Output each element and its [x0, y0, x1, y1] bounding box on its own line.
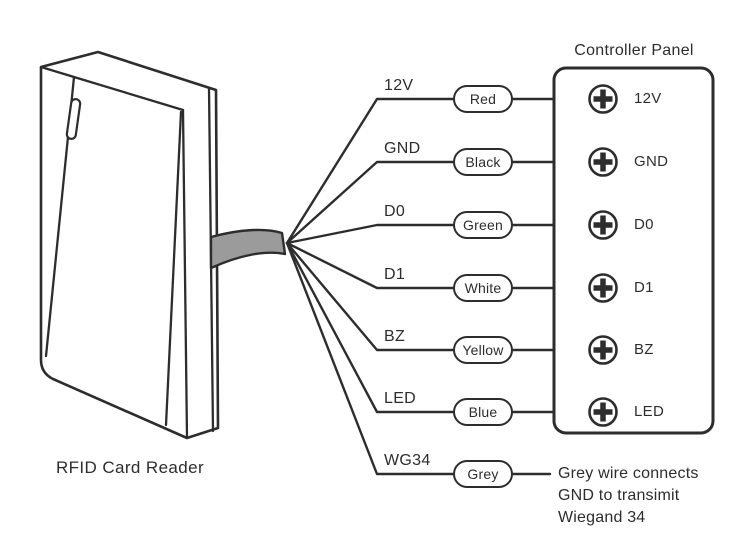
- wire-label-d1: D1: [384, 266, 406, 283]
- terminal-screw-icon: [588, 273, 618, 303]
- terminal-screw-icon: [588, 84, 618, 114]
- terminal-screws: [588, 84, 618, 427]
- wire-label-d0: D0: [384, 203, 406, 220]
- wire-color-pill-grey: Grey: [453, 460, 513, 488]
- wire-label-bz: BZ: [384, 328, 406, 345]
- wire-label-led: LED: [384, 390, 417, 407]
- wire-line-led: [285, 241, 556, 414]
- rfid-reader-illustration: [39, 50, 220, 440]
- wire-color-pill-yellow: Yellow: [453, 336, 513, 364]
- wire-line-12v: [285, 97, 556, 245]
- wiegand-note: Grey wire connects GND to transimit Wieg…: [558, 463, 699, 529]
- wiegand-note-line-1: Grey wire connects: [558, 465, 699, 482]
- wiegand-note-line-2: GND to transimit: [558, 487, 680, 504]
- controller-panel-title: Controller Panel: [574, 42, 694, 59]
- controller-panel-box: [552, 66, 715, 435]
- wire-line-d0: [285, 223, 556, 245]
- terminal-label-d0: D0: [634, 216, 654, 233]
- rfid-reader-label: RFID Card Reader: [55, 458, 205, 477]
- wire-line-wg34: [285, 241, 552, 476]
- terminal-screw-icon: [588, 210, 618, 240]
- wire-line-bz: [285, 241, 556, 352]
- wire-label-12v: 12V: [384, 77, 414, 94]
- terminal-label-d1: D1: [634, 279, 654, 296]
- terminal-label-12v: 12V: [634, 90, 662, 107]
- wire-label-gnd: GND: [384, 140, 421, 157]
- wire-lines: [285, 97, 556, 476]
- wire-label-wg34: WG34: [384, 452, 431, 469]
- terminal-screw-icon: [588, 397, 618, 427]
- terminal-label-bz: BZ: [634, 341, 654, 358]
- wire-color-pill-white: White: [453, 274, 513, 302]
- wire-line-gnd: [285, 160, 556, 245]
- wire-color-pill-red: Red: [453, 85, 513, 113]
- wire-line-d1: [285, 241, 556, 290]
- wiegand-note-line-3: Wiegand 34: [558, 509, 646, 526]
- cable: [209, 228, 287, 270]
- wire-color-pill-blue: Blue: [453, 398, 513, 426]
- terminal-label-led: LED: [634, 403, 665, 420]
- terminal-screw-icon: [588, 147, 618, 177]
- reader-indicator-slot: [65, 98, 82, 140]
- terminal-screw-icon: [588, 335, 618, 365]
- terminal-label-gnd: GND: [634, 153, 669, 170]
- wire-color-pill-green: Green: [453, 211, 513, 239]
- wire-color-pill-black: Black: [453, 148, 513, 176]
